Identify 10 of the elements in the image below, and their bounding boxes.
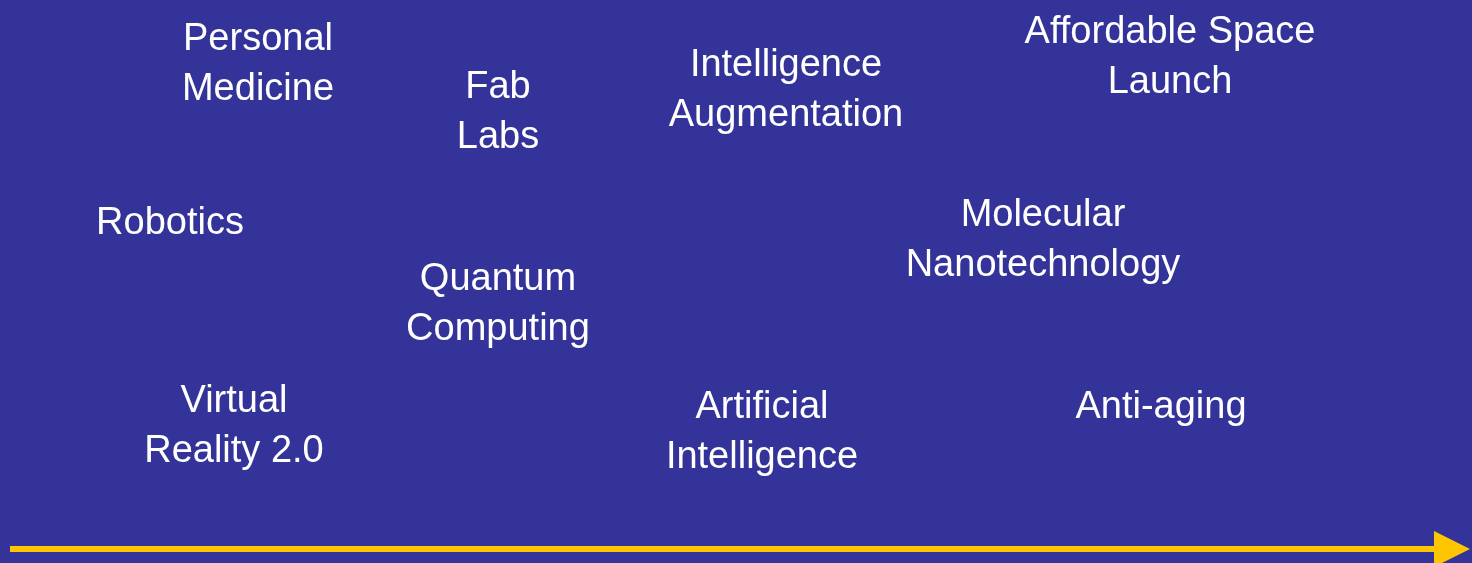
- topic-label: Artificial Intelligence: [664, 383, 860, 478]
- topic-label: Personal Medicine: [180, 15, 336, 110]
- topic-label: Quantum Computing: [405, 255, 591, 350]
- topic-label: Anti-aging: [1074, 383, 1248, 428]
- topic-label: Molecular Nanotechnology: [904, 191, 1182, 286]
- topic-label: Affordable Space Launch: [1023, 8, 1317, 103]
- topic-label: Fab Labs: [455, 63, 541, 158]
- topic-label: Robotics: [95, 199, 245, 244]
- topic-label: Virtual Reality 2.0: [143, 377, 325, 472]
- topic-label: Intelligence Augmentation: [667, 41, 905, 136]
